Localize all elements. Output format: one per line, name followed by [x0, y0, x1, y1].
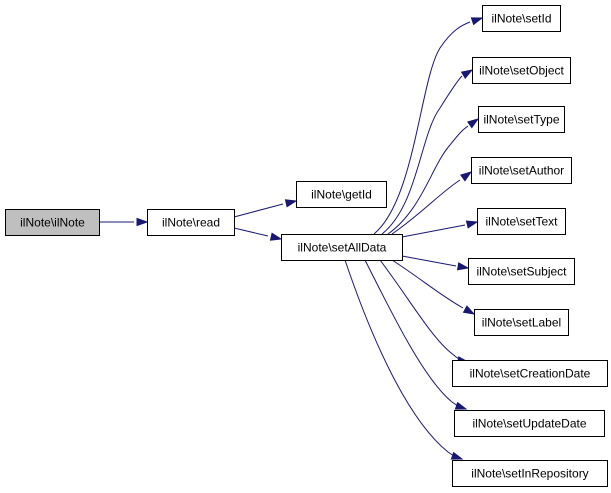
node-box[interactable] — [482, 5, 561, 32]
edges-layer — [100, 17, 484, 460]
node-label: ilNote\setLabel — [482, 316, 561, 330]
arrowhead-icon — [462, 305, 476, 315]
edge-line — [364, 259, 461, 408]
node-label: ilNote\ilNote — [20, 216, 85, 230]
node-label: ilNote\setObject — [479, 64, 564, 78]
edge-line — [401, 255, 457, 267]
node-label: ilNote\read — [162, 216, 220, 230]
edge-setalldata-to-settype — [387, 118, 480, 235]
arrowhead-icon — [269, 232, 283, 241]
edge-setalldata-to-setsubject — [401, 255, 470, 271]
node-label: ilNote\setCreationDate — [470, 367, 591, 381]
node-box[interactable] — [296, 181, 387, 208]
node-box[interactable] — [472, 57, 571, 84]
edge-line — [387, 125, 469, 235]
node-setalldata[interactable]: ilNote\setAllData — [281, 234, 403, 261]
node-setinrepository[interactable]: ilNote\setInRepository — [452, 460, 608, 487]
node-box[interactable] — [477, 208, 566, 235]
node-box[interactable] — [452, 460, 608, 487]
edge-line — [381, 75, 463, 235]
node-read[interactable]: ilNote\read — [147, 209, 235, 236]
node-setlabel[interactable]: ilNote\setLabel — [474, 309, 569, 336]
arrowhead-icon — [470, 17, 484, 26]
node-label: ilNote\setId — [491, 12, 551, 26]
edge-setalldata-to-setauthor — [391, 171, 473, 235]
edge-setalldata-to-setobject — [381, 69, 474, 235]
edge-ilnote-ilnote-to-read — [100, 217, 149, 227]
node-label: ilNote\setType — [483, 113, 559, 127]
node-ilnote-ilnote[interactable]: ilNote\ilNote — [5, 209, 100, 236]
arrowhead-icon — [460, 171, 473, 182]
edge-read-to-setalldata — [233, 227, 283, 241]
node-box[interactable] — [474, 309, 569, 336]
arrowhead-icon — [460, 69, 474, 80]
node-label: ilNote\setUpdateDate — [472, 417, 586, 431]
edge-line — [401, 224, 466, 238]
node-setauthor[interactable]: ilNote\setAuthor — [471, 157, 572, 184]
node-setsubject[interactable]: ilNote\setSubject — [468, 258, 575, 285]
edge-line — [379, 259, 463, 362]
node-setid[interactable]: ilNote\setId — [482, 5, 561, 32]
node-label: ilNote\setInRepository — [471, 467, 588, 481]
node-setcreationdate[interactable]: ilNote\setCreationDate — [452, 360, 608, 387]
edge-setalldata-to-setcreationdate — [379, 259, 470, 365]
arrowhead-icon — [450, 451, 464, 460]
edge-setalldata-to-setlabel — [391, 259, 476, 315]
edge-setalldata-to-settext — [401, 220, 479, 238]
edge-setalldata-to-setid — [373, 17, 484, 235]
node-label: ilNote\setSubject — [476, 265, 567, 279]
nodes-layer: ilNote\ilNote ilNote\read ilNote\getId ilNo… — [5, 5, 608, 487]
node-box[interactable] — [468, 258, 575, 285]
node-label: ilNote\setAllData — [298, 241, 387, 255]
node-box[interactable] — [5, 209, 100, 236]
node-label: ilNote\getId — [311, 188, 372, 202]
node-label: ilNote\setAuthor — [479, 164, 564, 178]
node-setupdatedate[interactable]: ilNote\setUpdateDate — [454, 410, 605, 437]
edge-setalldata-to-setinrepository — [344, 259, 464, 460]
node-box[interactable] — [471, 157, 572, 184]
node-settext[interactable]: ilNote\setText — [477, 208, 566, 235]
node-getid[interactable]: ilNote\getId — [296, 181, 387, 208]
node-box[interactable] — [452, 360, 608, 387]
node-label: ilNote\setText — [485, 215, 558, 229]
edge-line — [233, 227, 269, 237]
node-box[interactable] — [478, 106, 565, 133]
node-box[interactable] — [454, 410, 605, 437]
arrowhead-icon — [454, 401, 468, 410]
edge-line — [373, 21, 471, 235]
arrowhead-icon — [284, 199, 298, 208]
arrowhead-icon — [136, 217, 149, 227]
node-box[interactable] — [281, 234, 403, 261]
node-box[interactable] — [147, 209, 235, 236]
edge-line — [391, 259, 464, 309]
edge-line — [233, 203, 284, 218]
edge-setalldata-to-setupdatedate — [364, 259, 468, 410]
node-settype[interactable]: ilNote\setType — [478, 106, 565, 133]
edge-read-to-getid — [233, 199, 298, 218]
edge-line — [344, 259, 457, 458]
node-setobject[interactable]: ilNote\setObject — [472, 57, 571, 84]
edge-line — [391, 179, 461, 235]
arrowhead-icon — [456, 262, 470, 271]
arrowhead-icon — [465, 220, 479, 229]
arrowhead-icon — [466, 118, 480, 129]
